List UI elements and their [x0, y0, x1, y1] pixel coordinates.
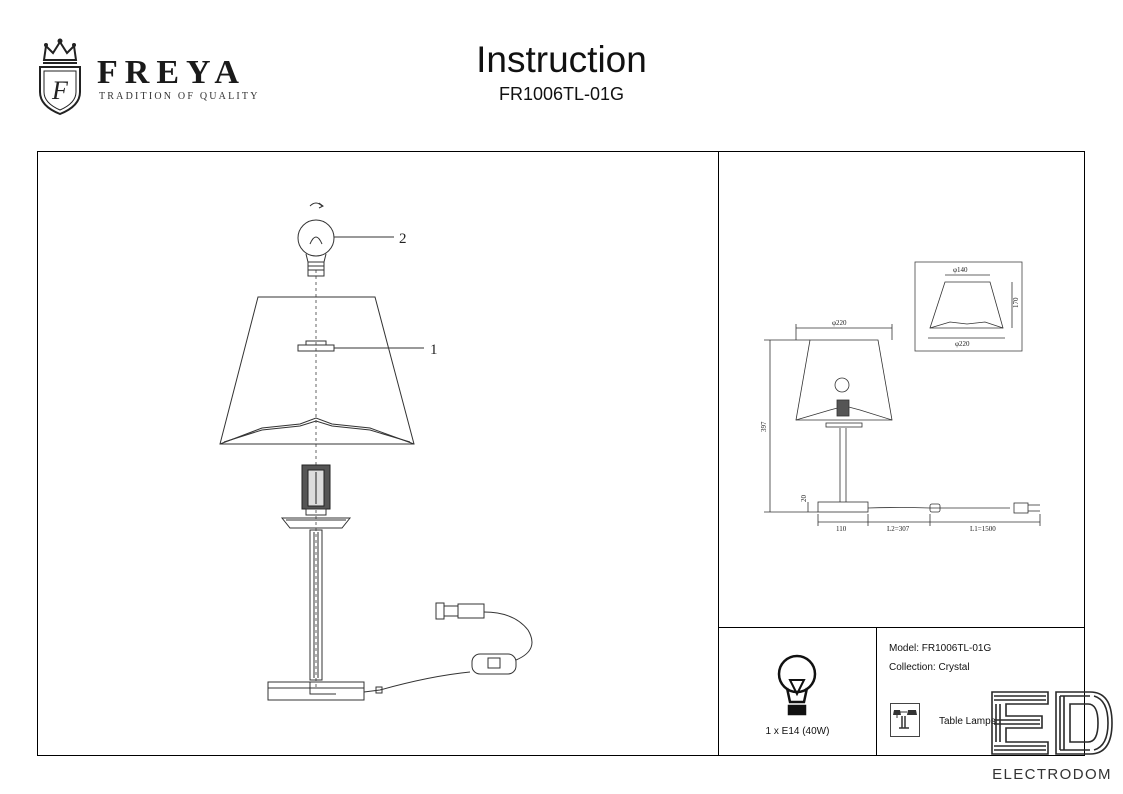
bulb-spec: 1 x E14 (40W) [765, 726, 830, 737]
svg-text:397: 397 [760, 421, 768, 432]
type-label: Table Lamps [939, 716, 996, 727]
svg-text:L1=1500: L1=1500 [970, 525, 996, 533]
bulb-drawing [297, 202, 335, 277]
svg-text:φ140: φ140 [953, 266, 968, 274]
brand-logo: F [34, 36, 86, 116]
svg-text:F: F [51, 76, 69, 105]
table-lamp-icon [890, 703, 920, 737]
light-bulb-icon [777, 654, 817, 716]
svg-text:φ220: φ220 [832, 319, 847, 327]
brand-tagline: TRADITION OF QUALITY [99, 91, 260, 102]
svg-text:20: 20 [800, 495, 808, 503]
page-title: Instruction [476, 39, 647, 80]
page-subtitle: FR1006TL-01G [498, 84, 625, 104]
svg-text:φ220: φ220 [955, 340, 970, 348]
socket-drawing [301, 464, 331, 516]
model-line: Model: FR1006TL-01G [889, 643, 992, 654]
brand-name: FREYA [97, 54, 246, 91]
watermark-logo: ED [991, 691, 1113, 755]
collection-line: Collection: Crystal [889, 662, 970, 673]
watermark-text: ELECTRODOM [992, 766, 1112, 783]
svg-text:170: 170 [1012, 297, 1020, 308]
callout-2: 2 [399, 231, 407, 247]
svg-text:L2=307: L2=307 [887, 525, 910, 533]
svg-text:110: 110 [836, 525, 847, 533]
callout-1: 1 [430, 342, 438, 358]
